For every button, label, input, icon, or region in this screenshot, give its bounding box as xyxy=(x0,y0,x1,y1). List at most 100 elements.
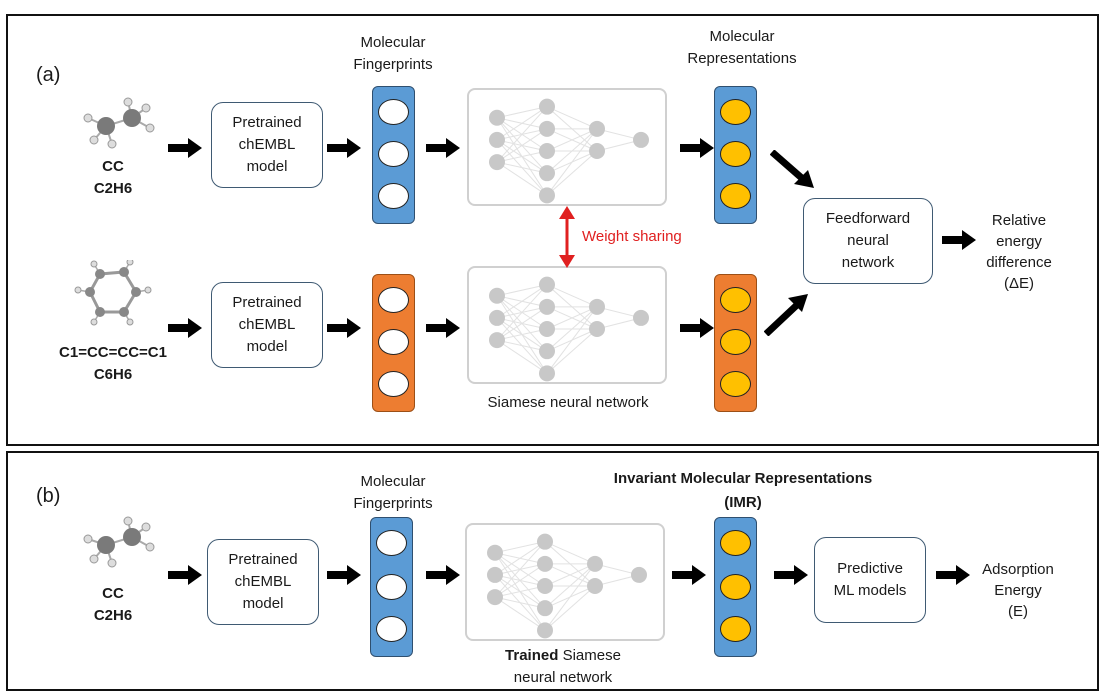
relative-energy-output: Relative energy difference (ΔE) xyxy=(986,212,1052,292)
network-edge xyxy=(496,284,548,319)
network-node xyxy=(489,131,505,148)
arrow-imr-to-predictive xyxy=(774,565,808,585)
arrow-predictive-to-output xyxy=(936,565,970,585)
weight-sharing-arrow xyxy=(559,206,575,268)
network-node xyxy=(539,165,555,182)
fingerprint-node xyxy=(376,530,407,556)
predictive-ml-box: Predictive ML models xyxy=(814,537,926,623)
arrow-rep2-to-feedforward xyxy=(764,294,808,336)
arrow-nn1-to-rep1 xyxy=(680,138,714,158)
arrow-mol1-to-pretrained xyxy=(168,138,202,158)
arrow-nn2-to-rep2 xyxy=(680,318,714,338)
network-edge xyxy=(546,306,598,352)
network-edge xyxy=(494,596,546,631)
ethane-molecule-icon xyxy=(83,97,155,149)
panel-b-label: (b) xyxy=(36,485,61,507)
network-node xyxy=(539,187,555,204)
network-node xyxy=(539,120,555,137)
network-node xyxy=(539,365,555,382)
network-edge xyxy=(496,161,548,174)
network-node xyxy=(539,98,555,115)
network-node xyxy=(489,332,505,349)
representation-column-2 xyxy=(714,274,757,412)
network-node xyxy=(539,343,555,360)
siamese-caption: Siamese neural network xyxy=(487,394,649,411)
pretrained-chembl-box-2: Pretrained chEMBL model xyxy=(211,282,323,368)
network-edge xyxy=(494,585,546,598)
network-node xyxy=(489,154,505,171)
network-edge xyxy=(496,284,548,297)
network-node xyxy=(539,276,555,293)
network-edge xyxy=(496,150,548,163)
network-edge xyxy=(546,128,598,196)
network-edge xyxy=(546,150,598,196)
network-graphic xyxy=(489,276,649,382)
network-node xyxy=(489,287,505,304)
panel-a: (a) Molecular Fingerprints Molecular Rep… xyxy=(6,14,1099,446)
network-node xyxy=(589,298,605,315)
panel-b: (b) Molecular Fingerprints Invariant Mol… xyxy=(6,451,1099,691)
network-node xyxy=(587,578,603,594)
network-node xyxy=(537,555,553,572)
network-edge xyxy=(496,306,548,341)
network-edge xyxy=(496,284,548,341)
network-edge xyxy=(496,106,548,119)
network-edge xyxy=(546,284,598,308)
representation-column-1 xyxy=(714,86,757,224)
fingerprints-title-a: Molecular Fingerprints xyxy=(353,34,433,73)
fingerprint-column-b xyxy=(370,517,413,657)
network-node xyxy=(539,143,555,159)
siamese-network-1 xyxy=(467,88,667,206)
arrow-pretrained-to-fp-b xyxy=(327,565,361,585)
fingerprint-node xyxy=(378,329,409,355)
network-edge xyxy=(546,306,598,374)
network-node xyxy=(489,309,505,326)
network-edge xyxy=(496,339,548,352)
network-edge xyxy=(544,585,596,631)
network-graphic xyxy=(487,533,647,639)
network-edge xyxy=(546,128,598,152)
arrow-fp1-to-nn1 xyxy=(426,138,460,158)
network-node xyxy=(537,533,553,550)
mol1-text-b: CC C2H6 xyxy=(93,585,133,624)
network-edge xyxy=(496,106,548,141)
arrow-pretrained-to-fp1 xyxy=(327,138,361,158)
fingerprint-node xyxy=(378,99,409,125)
feedforward-network-box: Feedforward neural network xyxy=(803,198,933,284)
network-node xyxy=(539,298,555,315)
arrow-fp2-to-nn2 xyxy=(426,318,460,338)
network-graphic xyxy=(489,98,649,204)
network-node xyxy=(539,321,555,337)
mol2-text-a: C1=CC=CC=C1 C6H6 xyxy=(59,344,167,383)
fingerprint-node xyxy=(376,616,407,642)
network-node xyxy=(589,143,605,159)
arrow-pretrained-to-fp2 xyxy=(327,318,361,338)
network-edge xyxy=(544,541,596,565)
network-edge xyxy=(496,128,548,163)
network-edge xyxy=(494,541,546,576)
mol1-text-a: CC C2H6 xyxy=(93,158,133,197)
arrow-fp-to-nn-b xyxy=(426,565,460,585)
panel-a-label: (a) xyxy=(36,64,61,86)
arrow-rep1-to-feedforward xyxy=(770,150,814,188)
pretrained-chembl-box-1: Pretrained chEMBL model xyxy=(211,102,323,188)
representation-node xyxy=(720,141,751,167)
fingerprints-title-b: Molecular Fingerprints xyxy=(353,473,433,512)
network-node xyxy=(537,578,553,594)
arrow-nn-to-imr-b xyxy=(672,565,706,585)
fingerprint-node xyxy=(378,287,409,313)
network-edge xyxy=(544,563,596,609)
imr-title: Invariant Molecular Representations (IMR… xyxy=(613,470,873,511)
network-edge xyxy=(546,328,598,374)
network-node xyxy=(587,555,603,572)
representations-title-a: Molecular Representations xyxy=(687,28,797,67)
network-node xyxy=(537,600,553,617)
network-edge xyxy=(496,328,548,341)
network-edge xyxy=(546,128,598,174)
fingerprint-node xyxy=(378,183,409,209)
network-edge xyxy=(496,106,548,163)
representation-node xyxy=(720,99,751,125)
network-node xyxy=(631,566,647,583)
network-node xyxy=(589,321,605,337)
arrow-feedforward-to-output xyxy=(942,230,976,250)
